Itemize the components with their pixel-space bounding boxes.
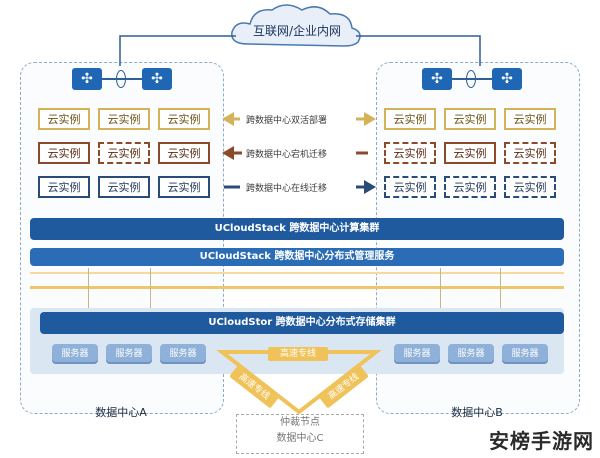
arbitration-node-title: 仲裁节点 [280,417,320,428]
switch-icon: ✣ [72,68,102,90]
arbitration-node: 仲裁节点 数据中心C [236,414,364,454]
high-speed-link-label: 高速专线 [268,347,328,361]
server-icon: 服务器 [448,344,494,364]
network-line [30,286,564,289]
datacenter-b-label: 数据中心B [451,406,503,419]
switch-icon: ✣ [492,68,522,90]
datacenter-a-label: 数据中心A [95,406,147,419]
cloud-instance: 云实例 [384,142,436,164]
connector-line [88,268,89,310]
dr-migration-label: 跨数据中心宕机迁移 [246,150,328,160]
storage-cluster-bar: UCloudStor 跨数据中心分布式存储集群 [40,312,564,334]
cloud-instance: 云实例 [158,142,210,164]
cloud-instance: 云实例 [158,176,210,198]
internet-label: 互联网/企业内网 [252,24,342,38]
management-service-bar: UCloudStack 跨数据中心分布式管理服务 [30,248,564,266]
cloud-instance: 云实例 [38,142,90,164]
datacenter-c-label: 数据中心C [276,433,324,444]
server-icon: 服务器 [160,344,206,364]
cloud-instance: 云实例 [444,108,496,130]
network-line [30,272,564,274]
cloud-instance: 云实例 [384,108,436,130]
cloud-instance: 云实例 [444,176,496,198]
cloud-instance: 云实例 [384,176,436,198]
cloud-instance: 云实例 [38,176,90,198]
server-icon: 服务器 [106,344,152,364]
cloud-instance: 云实例 [158,108,210,130]
link-aggregation-icon [466,70,476,88]
live-migration-label: 跨数据中心在线迁移 [246,184,328,194]
cloud-instance: 云实例 [504,176,556,198]
cloud-instance: 云实例 [504,142,556,164]
cloud-instance: 云实例 [98,176,150,198]
cloud-instance: 云实例 [98,108,150,130]
switch-icon: ✣ [142,68,172,90]
watermark-logo: 安榜手游网 [489,429,594,453]
link-aggregation-icon [116,70,126,88]
active-active-label: 跨数据中心双活部署 [246,116,328,126]
cloud-instance: 云实例 [38,108,90,130]
cloud-instance: 云实例 [444,142,496,164]
cloud-instance: 云实例 [98,142,150,164]
server-icon: 服务器 [394,344,440,364]
connector-line [440,268,441,310]
cloud-instance: 云实例 [504,108,556,130]
internet-cloud-icon [119,4,481,66]
migration-arrows [222,112,376,194]
server-icon: 服务器 [502,344,548,364]
server-icon: 服务器 [52,344,98,364]
connector-line [500,268,501,310]
switch-icon: ✣ [422,68,452,90]
connector-line [150,268,151,310]
compute-cluster-bar: UCloudStack 跨数据中心计算集群 [30,218,564,240]
